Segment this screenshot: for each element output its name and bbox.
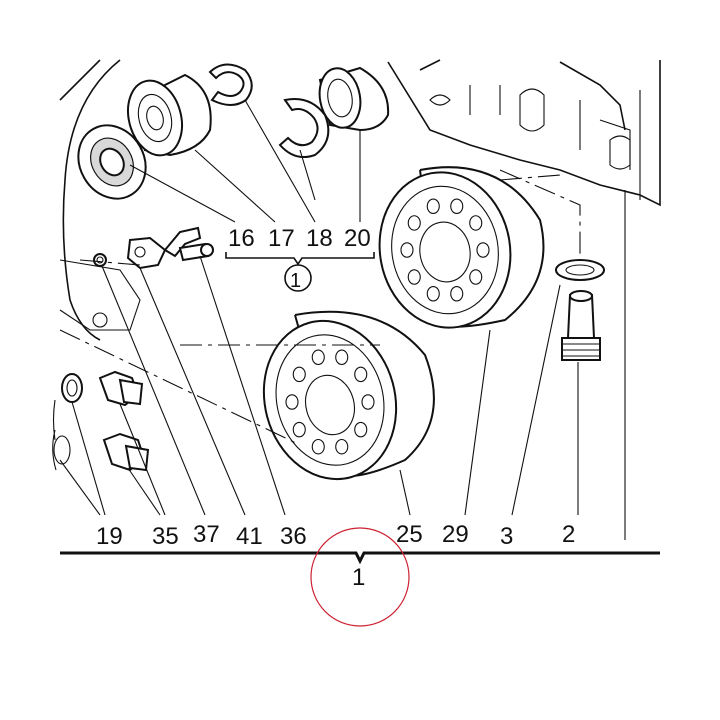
label-3: 3 [500, 523, 513, 550]
label-25: 25 [396, 521, 423, 548]
pulley-29-hole [407, 269, 421, 285]
banjo-fitting-lower [53, 432, 150, 472]
pulley-25-hole [311, 438, 325, 455]
pulley-29-hole [426, 285, 440, 302]
label-20: 20 [344, 225, 371, 252]
bottom-group-brace [60, 551, 660, 565]
pulley-25-hole [354, 421, 368, 438]
bottom-group-label: 1 [352, 564, 365, 591]
label-16: 16 [228, 225, 255, 252]
bracket-fitting [93, 226, 214, 270]
label-36: 36 [280, 523, 307, 550]
label-19: 19 [96, 523, 123, 550]
highlight-circle [310, 527, 410, 627]
label-2: 2 [562, 521, 575, 548]
washer-3 [555, 259, 605, 281]
label-18: 18 [306, 225, 333, 252]
pulley-29 [378, 166, 545, 329]
upper-group-brace [225, 252, 375, 266]
label-35: 35 [152, 523, 179, 550]
pulley-25-hole [335, 438, 349, 455]
bearing-20 [318, 66, 390, 132]
circlip-17 [208, 63, 253, 106]
engine-housing [387, 59, 661, 207]
pulley-29-hole [469, 215, 483, 231]
pulley-25-hole [361, 394, 375, 410]
pulley-29-hole [450, 198, 464, 215]
upper-group-labels: 16 17 18 20 [228, 225, 371, 252]
left-housing [52, 59, 141, 471]
pulley-25-hole [335, 349, 349, 366]
upper-group-circle [284, 264, 312, 292]
pulley-29-hole [400, 242, 414, 258]
pulley-25-hole [354, 366, 368, 383]
banjo-fitting-upper [61, 370, 144, 407]
bottom-leader-lines [59, 255, 579, 516]
upper-group-circle-label: 1 [290, 270, 301, 292]
pulley-29-hole [426, 198, 440, 215]
pulley-29-hole [469, 269, 483, 285]
pulley-25-hole [292, 366, 306, 383]
pulley-29-hole [450, 285, 464, 302]
bottom-labels: 19 35 37 41 36 25 29 3 2 [96, 521, 575, 550]
label-41: 41 [236, 523, 263, 550]
pulley-25-hole [292, 421, 306, 438]
label-37: 37 [193, 521, 220, 548]
oil-seal [77, 124, 147, 200]
pulley-25 [262, 310, 435, 481]
upper-leader-lines [129, 99, 361, 223]
bearing-16 [127, 73, 212, 157]
pulley-25-hole [285, 394, 299, 410]
pulley-29-hole [407, 215, 421, 231]
plug-2 [561, 290, 601, 361]
centerlines [59, 169, 626, 540]
label-17: 17 [268, 225, 295, 252]
pulley-25-hole [311, 349, 325, 366]
label-29: 29 [442, 521, 469, 548]
pulley-29-hole [476, 242, 490, 258]
